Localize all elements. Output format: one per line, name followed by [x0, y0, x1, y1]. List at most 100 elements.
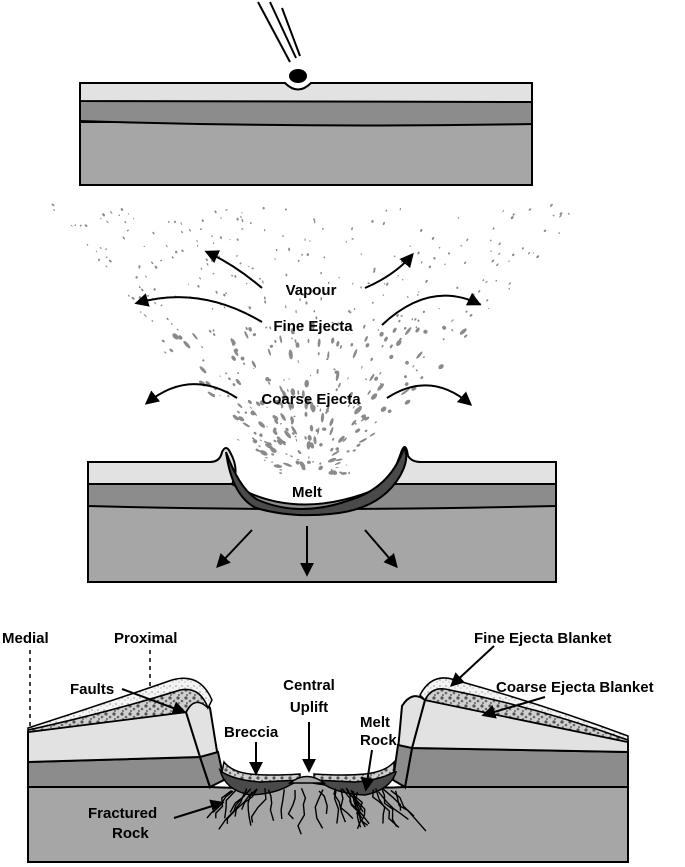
fracture-line [280, 789, 285, 820]
ejecta-particle [359, 438, 368, 443]
ejecta-particle [279, 438, 286, 446]
ejecta-particle [248, 327, 252, 332]
ejecta-particle [124, 221, 127, 224]
fracture-line [394, 790, 427, 832]
ejecta-particle [558, 232, 561, 234]
ejecta-particle [420, 376, 424, 380]
ejecta-particle [488, 307, 490, 310]
ejecta-particle [256, 449, 265, 453]
ejecta-particle [271, 447, 274, 450]
ejecta-particle [266, 426, 268, 428]
ejecta-particle [241, 212, 243, 214]
ejecta-particle [404, 399, 411, 405]
ejecta-particle [225, 372, 228, 375]
ejecta-particle [299, 298, 301, 302]
ejecta-particle [280, 422, 282, 425]
ejecta-particle [269, 326, 272, 330]
ejecta-particle [559, 214, 562, 218]
ejecta-particle [252, 439, 258, 444]
fracture-line [250, 788, 267, 823]
label-vapour: Vapour [286, 282, 337, 299]
ejecta-particle [351, 227, 353, 231]
ejecta-particle [232, 383, 236, 387]
ejecta-particle [265, 376, 270, 382]
ejecta-particle [382, 221, 385, 226]
ejecta-particle [223, 306, 226, 309]
ejecta-particle [409, 245, 411, 247]
ejecta-particle [380, 406, 387, 412]
ejecta-particle [442, 338, 445, 341]
ejecta-particle [334, 463, 337, 466]
ejecta-particle [272, 429, 278, 436]
arrow-down-right [364, 529, 398, 569]
ejecta-particle [339, 345, 342, 349]
ejecta-particle [299, 461, 306, 469]
ejecta-particle [527, 252, 531, 255]
ejecta-particle [353, 308, 356, 311]
ejecta-particle [536, 255, 540, 259]
ejecta-particle [283, 440, 286, 444]
ejecta-particle [263, 459, 266, 461]
ejecta-particle [283, 462, 293, 467]
ejecta-particle [201, 219, 204, 223]
ejecta-particle [281, 395, 285, 401]
ejecta-particle [317, 338, 321, 348]
ejecta-particle [320, 271, 322, 275]
ejecta-particle [231, 355, 236, 361]
ejecta-particle [171, 256, 174, 259]
ejecta-particle [259, 400, 265, 406]
ejecta-particle [53, 209, 56, 211]
ejecta-particle [135, 276, 138, 279]
ejecta-particle [402, 278, 404, 281]
ejecta-particle [305, 301, 308, 305]
ejecta-particle [283, 379, 285, 381]
ejecta-particle [250, 410, 256, 416]
ejecta-particle [266, 406, 268, 408]
ejecta-particle [406, 296, 409, 298]
ejecta-particle [212, 329, 215, 332]
ejecta-particle [274, 339, 277, 343]
ejecta-particle [100, 217, 102, 220]
ejecta-particle [370, 393, 378, 400]
ejecta-particle [345, 241, 347, 243]
fracture-line [340, 788, 354, 820]
ejecta-particle [141, 288, 144, 292]
fracture-line [333, 788, 347, 823]
ejecta-particle [268, 381, 271, 385]
ejecta-particle [160, 304, 163, 307]
panel-impact [79, 1, 533, 186]
ejecta-particle [345, 464, 348, 466]
label-proximal: Proximal [114, 630, 177, 647]
ejecta-particle [109, 259, 112, 263]
ejecta-particle [404, 382, 409, 387]
ejecta-particle [280, 413, 286, 421]
ejecta-particle [285, 453, 288, 455]
ejecta-particle [431, 236, 435, 240]
ejecta-particle [274, 415, 279, 421]
ejecta-particle [367, 282, 370, 285]
fracture-line [381, 789, 398, 827]
ejecta-particle [245, 282, 248, 285]
ejecta-particle [251, 437, 255, 440]
ejecta-particle [371, 301, 374, 304]
ejecta-particle [235, 378, 242, 386]
ejecta-particle [317, 352, 320, 356]
ejecta-particle [127, 213, 130, 215]
ejecta-particle [300, 323, 304, 328]
ejecta-particle [173, 220, 177, 223]
ejecta-particle [280, 406, 283, 409]
ejecta-particle [170, 322, 173, 325]
ejecta-particle [465, 310, 468, 313]
ejecta-particle [354, 407, 360, 415]
ejecta-particle [361, 365, 363, 369]
label-fractured-rock-1: Fractured [88, 805, 157, 822]
fracture-line [287, 789, 296, 820]
fracture-line [352, 791, 363, 819]
panel2-top-layer-right [386, 446, 557, 485]
ejecta-particle [287, 388, 289, 392]
ejecta-particle [512, 213, 515, 216]
ejecta-particle [211, 235, 214, 237]
ejecta-particle [205, 381, 211, 387]
ejecta-particle [372, 318, 375, 322]
